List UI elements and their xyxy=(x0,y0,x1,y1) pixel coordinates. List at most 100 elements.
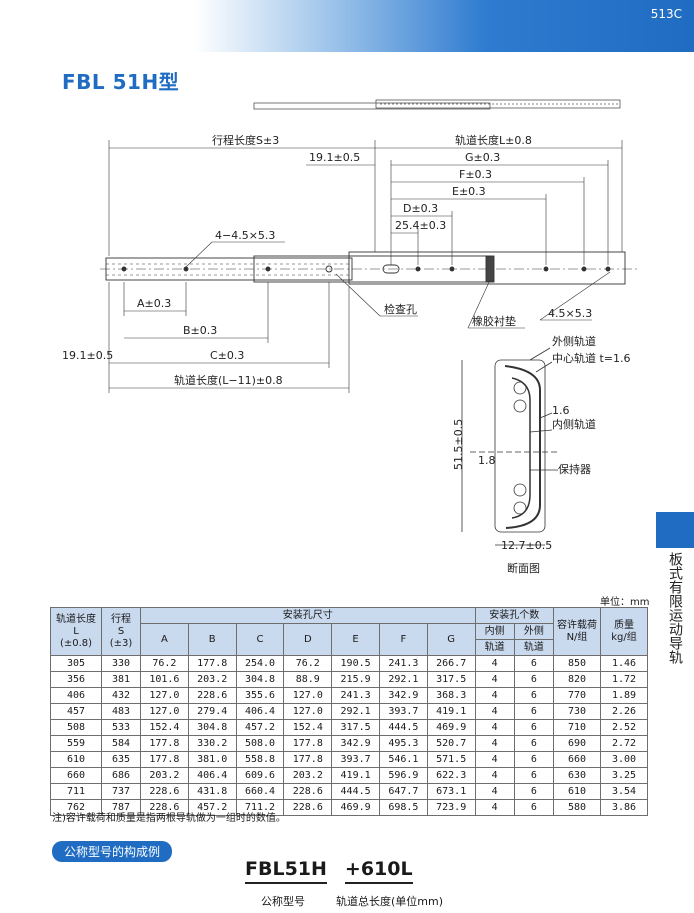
col-e: E xyxy=(331,623,380,656)
col-g: G xyxy=(426,623,476,656)
table-cell: 4 xyxy=(474,687,515,704)
model-example: FBL51H+610L xyxy=(245,858,431,884)
load-unit-head: N/组 xyxy=(566,631,588,643)
table-cell: 508 xyxy=(50,719,102,736)
col-a: A xyxy=(140,623,189,656)
table-cell: 127.0 xyxy=(140,687,189,704)
table-cell: 6 xyxy=(513,751,555,768)
table-cell: 730 xyxy=(553,703,601,720)
table-cell: 444.5 xyxy=(378,719,428,736)
table-cell: 127.0 xyxy=(283,687,333,704)
table-cell: 304.8 xyxy=(235,671,285,688)
table-cell: 4 xyxy=(474,719,515,736)
table-cell: 4 xyxy=(474,735,515,752)
table-cell: 3.00 xyxy=(600,751,648,768)
table-cell: 698.5 xyxy=(378,799,428,816)
table-cell: 177.8 xyxy=(140,735,189,752)
table-cell: 432 xyxy=(101,687,141,704)
rail-side-view xyxy=(100,251,640,285)
table-cell: 368.3 xyxy=(426,687,476,704)
width-label: 12.7±0.5 xyxy=(501,539,552,552)
table-cell: 710 xyxy=(553,719,601,736)
table-cell: 520.7 xyxy=(426,735,476,752)
table-cell: 3.54 xyxy=(600,783,648,800)
table-cell: 711 xyxy=(50,783,102,800)
table-cell: 495.3 xyxy=(378,735,428,752)
table-cell: 406 xyxy=(50,687,102,704)
table-cell: 584 xyxy=(101,735,141,752)
table-cell: 1.89 xyxy=(600,687,648,704)
table-cell: 559 xyxy=(50,735,102,752)
table-cell: 342.9 xyxy=(378,687,428,704)
table-cell: 690 xyxy=(553,735,601,752)
dim-19-1-top: 19.1±0.5 xyxy=(309,151,360,164)
col-outer-2: 轨道 xyxy=(513,639,555,656)
table-cell: 241.3 xyxy=(331,687,380,704)
table-cell: 6 xyxy=(513,719,555,736)
table-cell: 6 xyxy=(513,703,555,720)
col-mass: 质量 kg/组 xyxy=(600,607,648,656)
slot-label: 4.5×5.3 xyxy=(548,307,592,320)
page-header-band: 513C xyxy=(0,0,694,52)
example-heading: 公称型号的构成例 xyxy=(52,841,173,862)
table-cell: 686 xyxy=(101,767,141,784)
rail-length-head: 轨道长度 xyxy=(56,613,96,625)
table-cell: 457 xyxy=(50,703,102,720)
table-cell: 381.0 xyxy=(187,751,237,768)
table-cell: 673.1 xyxy=(426,783,476,800)
technical-drawing: 行程长度S±3 轨道长度L±0.8 19.1±0.5 G±0.3 F±0.3 E… xyxy=(62,99,640,575)
table-cell: 469.9 xyxy=(331,799,380,816)
col-stroke: 行程 S (±3) xyxy=(101,607,141,656)
table-cell: 127.0 xyxy=(283,703,333,720)
table-cell: 3.25 xyxy=(600,767,648,784)
table-cell: 469.9 xyxy=(426,719,476,736)
table-cell: 393.7 xyxy=(378,703,428,720)
table-cell: 6 xyxy=(513,783,555,800)
table-cell: 558.8 xyxy=(235,751,285,768)
table-cell: 660.4 xyxy=(235,783,285,800)
table-cell: 508.0 xyxy=(235,735,285,752)
table-cell: 610 xyxy=(553,783,601,800)
mass-unit-head: kg/组 xyxy=(611,631,637,643)
table-cell: 317.5 xyxy=(331,719,380,736)
dimension-lines xyxy=(108,140,623,393)
dim-19-1-left: 19.1±0.5 xyxy=(62,349,113,362)
col-inner-2: 轨道 xyxy=(474,639,515,656)
stroke-S-head: S xyxy=(117,625,125,637)
table-cell: 203.2 xyxy=(187,671,237,688)
table-cell: 355.6 xyxy=(235,687,285,704)
table-cell: 4 xyxy=(474,671,515,688)
table-cell: 356 xyxy=(50,671,102,688)
table-cell: 610 xyxy=(50,751,102,768)
table-cell: 304.8 xyxy=(187,719,237,736)
load-head: 容许载荷 xyxy=(557,619,597,631)
retainer-label: 保持器 xyxy=(558,462,591,476)
table-cell: 317.5 xyxy=(426,671,476,688)
table-cell: 4 xyxy=(474,655,515,672)
mass-head: 质量 xyxy=(614,619,634,631)
dim-f: F±0.3 xyxy=(459,168,492,181)
table-cell: 292.1 xyxy=(378,671,428,688)
table-cell: 393.7 xyxy=(331,751,380,768)
height-label: 51.5±0.5 xyxy=(452,419,465,470)
dim-1-6: 1.6 xyxy=(552,404,570,417)
table-cell: 580 xyxy=(553,799,601,816)
table-cell: 215.9 xyxy=(331,671,380,688)
table-cell: 305 xyxy=(50,655,102,672)
col-d: D xyxy=(283,623,333,656)
table-cell: 177.8 xyxy=(140,751,189,768)
table-cell: 177.8 xyxy=(187,655,237,672)
table-cell: 711.2 xyxy=(235,799,285,816)
col-c: C xyxy=(235,623,285,656)
table-cell: 723.9 xyxy=(426,799,476,816)
table-cell: 76.2 xyxy=(140,655,189,672)
table-cell: 533 xyxy=(101,719,141,736)
table-cell: 406.4 xyxy=(235,703,285,720)
stroke-tol-head: (±3) xyxy=(109,637,133,649)
table-cell: 635 xyxy=(101,751,141,768)
